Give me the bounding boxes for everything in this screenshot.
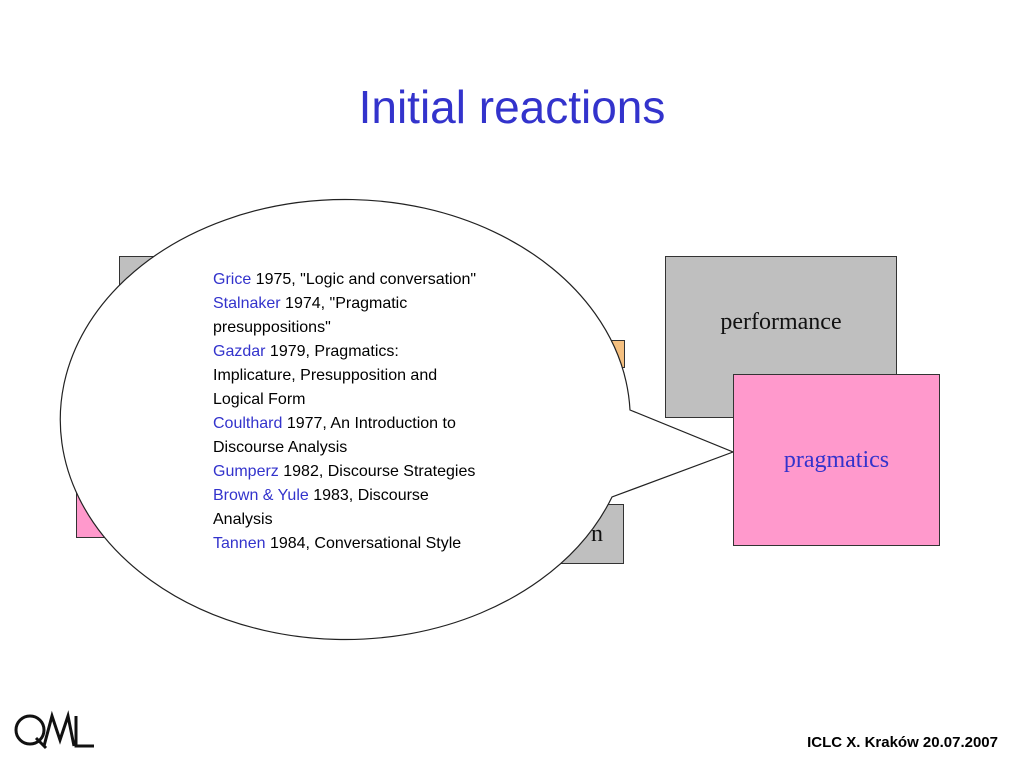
reference-line: Stalnaker 1974, "Pragmatic	[213, 292, 558, 316]
reference-line: Gumperz 1982, Discourse Strategies	[213, 460, 558, 484]
reference-author: Gazdar	[213, 343, 266, 360]
reference-author: Brown & Yule	[213, 487, 309, 504]
performance-label: performance	[720, 309, 842, 335]
reference-author: Gumperz	[213, 463, 279, 480]
reference-detail: 1982, Discourse Strategies	[278, 463, 476, 480]
reference-detail: Logical Form	[213, 391, 306, 408]
slide-title: Initial reactions	[358, 81, 666, 133]
reference-line: Brown & Yule 1983, Discourse	[213, 484, 558, 508]
reference-line: Implicature, Presupposition and	[213, 364, 558, 388]
reference-author: Tannen	[213, 535, 266, 552]
pragmatics-label: pragmatics	[783, 446, 890, 473]
reference-detail: 1974, "Pragmatic	[280, 295, 408, 312]
reference-detail: 1984, Conversational Style	[265, 535, 462, 552]
reference-line: Coulthard 1977, An Introduction to	[213, 412, 558, 436]
reference-line: Grice 1975, "Logic and conversation"	[213, 268, 558, 292]
reference-author: Grice	[213, 271, 252, 288]
reference-detail: 1975, "Logic and conversation"	[251, 271, 477, 288]
reference-detail: 1983, Discourse	[308, 487, 429, 504]
qml-logo-icon	[10, 700, 100, 765]
reference-line: Logical Form	[213, 388, 558, 412]
reference-detail: Analysis	[213, 511, 273, 528]
reference-line: presuppositions"	[213, 316, 558, 340]
reference-detail: presuppositions"	[213, 319, 331, 336]
reference-line: Tannen 1984, Conversational Style	[213, 532, 558, 556]
reference-line: Discourse Analysis	[213, 436, 558, 460]
reference-detail: 1977, An Introduction to	[282, 415, 456, 432]
reference-detail: Discourse Analysis	[213, 439, 348, 456]
reference-detail: 1979, Pragmatics:	[265, 343, 399, 360]
reference-author: Coulthard	[213, 415, 283, 432]
pragmatics-box: pragmatics	[733, 374, 940, 546]
reference-author: Stalnaker	[213, 295, 281, 312]
reference-list: Grice 1975, "Logic and conversation"Stal…	[213, 268, 558, 556]
footer-text: ICLC X. Kraków 20.07.2007	[807, 734, 998, 751]
reference-line: Analysis	[213, 508, 558, 532]
reference-detail: Implicature, Presupposition and	[213, 367, 438, 384]
reference-line: Gazdar 1979, Pragmatics:	[213, 340, 558, 364]
